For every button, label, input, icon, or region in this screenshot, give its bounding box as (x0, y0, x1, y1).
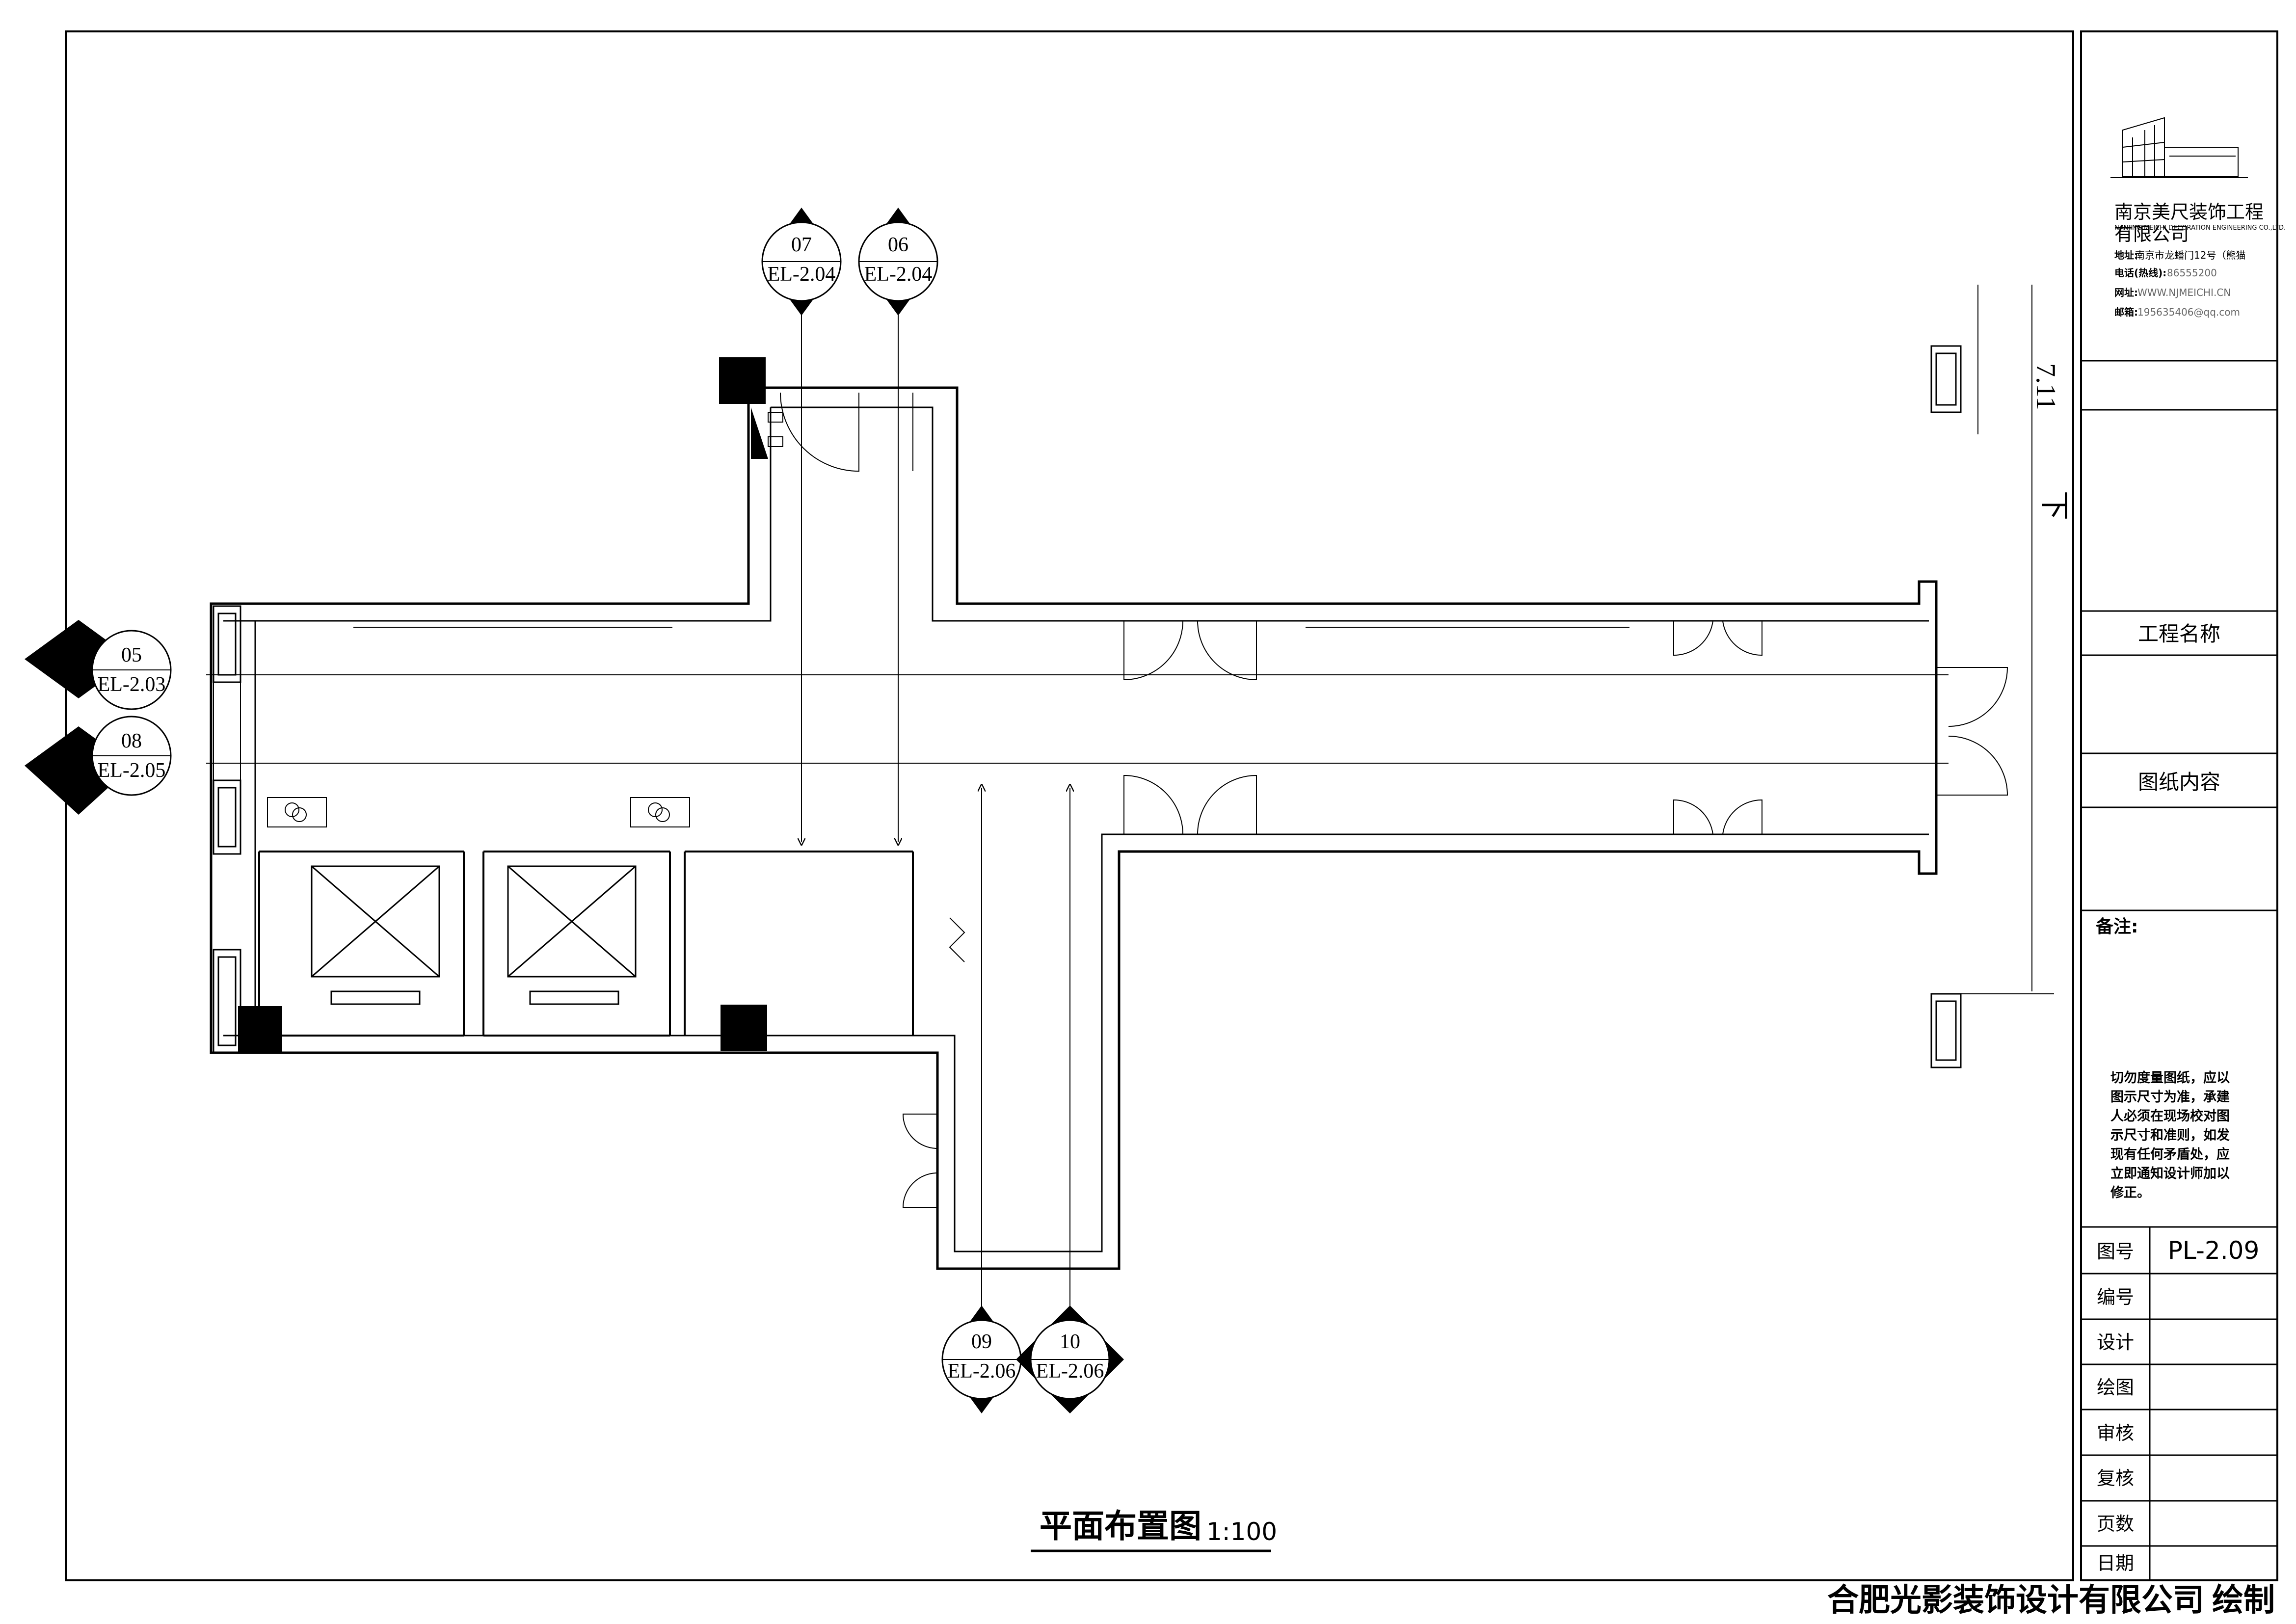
callout-ref: EL-2.03 (98, 673, 166, 696)
stair-indicator: 下 7.11 (2030, 363, 2070, 520)
note-line: 现有任何矛盾处，应 (2110, 1146, 2230, 1162)
email-label: 邮箱: (2114, 306, 2138, 318)
callout-number: 06 (888, 234, 908, 256)
phone-value: 86555200 (2167, 267, 2217, 279)
note-line: 图示尺寸为准，承建 (2110, 1090, 2230, 1105)
callout-06: 06 EL-2.04 (858, 208, 938, 316)
stair-down-label: 下 (2038, 491, 2070, 520)
basins (267, 412, 783, 827)
callout-lines (206, 285, 2054, 1313)
lift-shaft-2 (507, 865, 637, 1005)
address-value: 南京市龙蟠门12号（熊猫 (2135, 249, 2245, 261)
row-label-date: 日期 (2097, 1552, 2134, 1574)
row-value-drawing-no: PL-2.09 (2168, 1236, 2260, 1265)
callout-number: 08 (121, 730, 142, 752)
row-label-drawing-no: 图号 (2097, 1241, 2134, 1262)
window-units (213, 345, 1962, 1068)
row-label-serial: 编号 (2097, 1286, 2134, 1308)
row-label-recheck: 复核 (2097, 1467, 2134, 1489)
callout-09: 09 EL-2.06 (941, 1305, 1022, 1413)
row-label-design: 设计 (2097, 1331, 2134, 1353)
stair-code-label: 7.11 (2030, 363, 2061, 410)
row-label-review: 审核 (2097, 1422, 2134, 1444)
callout-10: 10 EL-2.06 (1016, 1305, 1124, 1413)
callout-08: 08 EL-2.05 (25, 716, 172, 815)
door-swings (213, 392, 2008, 1208)
plan-walls (210, 386, 1938, 1270)
row-label-drafting: 绘图 (2097, 1377, 2134, 1398)
lift-shaft-1 (311, 865, 440, 1005)
callout-ref: EL-2.04 (864, 263, 933, 286)
drawing-title: 平面布置图 (1040, 1507, 1201, 1545)
columns (238, 357, 768, 1053)
callout-number: 05 (121, 644, 142, 666)
note-line: 立即通知设计师加以 (2110, 1166, 2230, 1181)
callout-ref: EL-2.04 (768, 263, 836, 286)
notes-label: 备注: (2096, 917, 2138, 937)
company-logo (2110, 117, 2248, 178)
project-name-label: 工程名称 (2138, 622, 2220, 646)
drawing-content-label: 图纸内容 (2138, 770, 2220, 794)
footer-credit: 合肥光影装饰设计有限公司 绘制 (1827, 1583, 2275, 1618)
callout-ref: EL-2.06 (948, 1360, 1016, 1383)
callout-ref: EL-2.05 (98, 759, 166, 782)
callout-07: 07 EL-2.04 (761, 208, 842, 316)
drawing-title-block: 平面布置图 1:100 (1031, 1507, 1277, 1552)
callout-ref: EL-2.06 (1036, 1360, 1104, 1383)
callout-number: 07 (791, 234, 812, 256)
callout-number: 09 (971, 1331, 992, 1353)
drawing-scale: 1:100 (1206, 1518, 1277, 1546)
email-value: 195635406@qq.com (2137, 306, 2240, 318)
web-label: 网址: (2114, 287, 2138, 298)
company-name-cn-2: 有限公司 (2114, 223, 2189, 245)
titleblock: 南京美尺装饰工程 有限公司 NANJING MEICHI DECORATION … (2081, 117, 2286, 1580)
address-label: 地址: (2114, 249, 2138, 261)
phone-label: 电话(热线): (2114, 267, 2166, 279)
note-line: 切勿度量图纸，应以 (2110, 1070, 2230, 1086)
titleblock-rows: 图号 PL-2.09 编号 设计 绘图 审核 复核 页数 日期 (2097, 1236, 2259, 1574)
row-label-pages: 页数 (2097, 1513, 2134, 1535)
company-name-cn: 南京美尺装饰工程 (2114, 201, 2264, 223)
titleblock-grid (2081, 360, 2277, 1580)
callout-05: 05 EL-2.03 (25, 620, 172, 710)
note-line: 示尺寸和准则，如发 (2110, 1127, 2230, 1143)
note-line: 人必须在现场校对图 (2110, 1108, 2230, 1124)
callout-number: 10 (1060, 1331, 1080, 1353)
notes-text: 切勿度量图纸，应以 图示尺寸为准，承建 人必须在现场校对图 示尺寸和准则，如发 … (2110, 1070, 2230, 1200)
web-value: WWW.NJMEICHI.CN (2137, 287, 2231, 298)
note-line: 修正。 (2110, 1185, 2150, 1200)
sheet-frame (65, 30, 2278, 1581)
company-name-en: NANJING MEICHI DECORATION ENGINEERING CO… (2114, 224, 2286, 232)
